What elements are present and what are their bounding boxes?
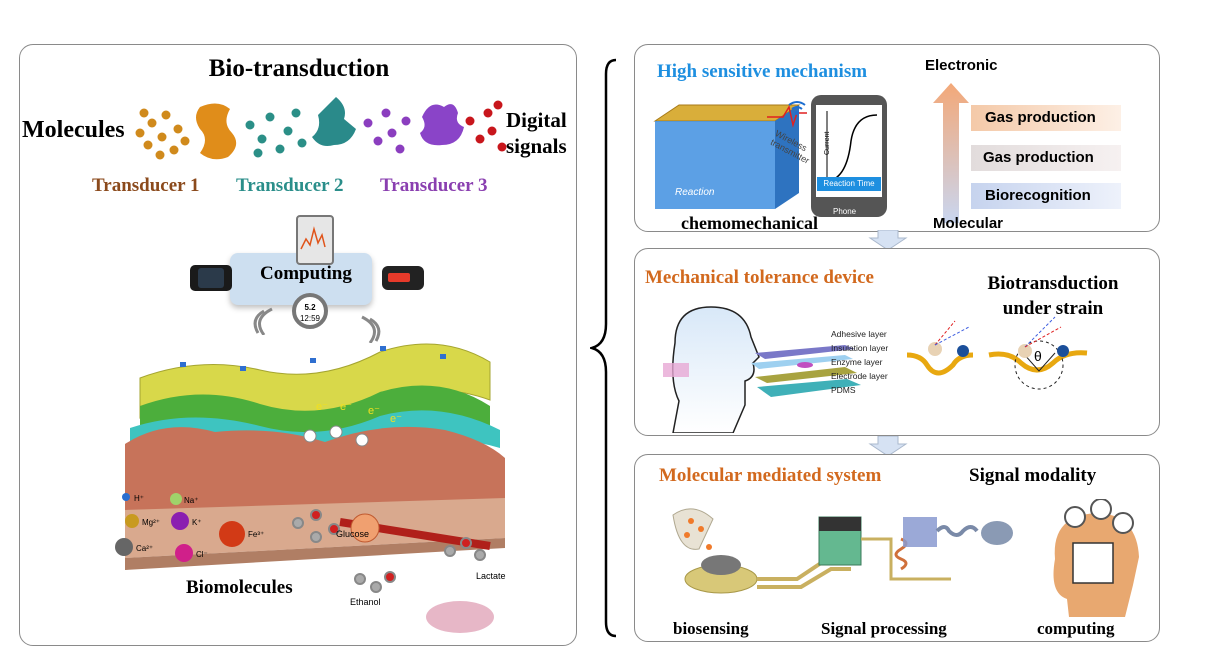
biotransduction-title: Biotransduction under strain: [953, 271, 1153, 321]
transducer-2-label: Transducer 2: [236, 175, 344, 196]
smartwatch-icon: [190, 265, 232, 291]
phone-label: Phone: [833, 207, 857, 216]
strain-diagrams: θ: [906, 316, 1088, 390]
wireless-left-icon: [253, 307, 273, 335]
signal-chain-illustration: [672, 508, 1013, 594]
ion-cl: Cl⁻: [196, 550, 208, 559]
molecules-label: Molecules: [22, 117, 125, 143]
molecule-ethanol: Ethanol: [350, 597, 381, 607]
ion-k: K⁺: [192, 518, 202, 527]
computing-bottom-label: computing: [1037, 619, 1115, 638]
level-gas-production-2: Gas production: [971, 145, 1121, 171]
watch-value-1: 5.2: [304, 303, 316, 312]
molecule-glucose: Glucose: [336, 529, 369, 539]
chemomechanical-label: chemomechanical: [681, 213, 818, 233]
bio-title-line1: Biotransduction: [987, 273, 1119, 294]
level-arrow: [933, 83, 969, 223]
computing-label: Computing: [260, 263, 352, 284]
electronic-label: Electronic: [925, 57, 998, 74]
layer-electrode: Electrode layer: [831, 371, 888, 381]
transducer-1-shape: [196, 103, 237, 160]
skin-sensor-illustration: e⁻ e⁻ e⁻ e⁻: [125, 343, 505, 570]
electron-label-2: e⁻: [340, 401, 352, 413]
fitness-band-icon: [382, 266, 424, 290]
wireless-right-icon: [361, 315, 381, 343]
signal-modality-title: Signal modality: [969, 465, 1097, 486]
ion-ca: Ca²⁺: [136, 544, 153, 553]
transducer-2-shape: [312, 97, 356, 146]
top-right-panel: High sensitive mechanism Reaction Wirele…: [634, 44, 1160, 233]
molecular-label: Molecular: [933, 215, 1004, 232]
tablet-chart: [300, 226, 326, 250]
bottom-right-panel: Molecular mediated system Signal modalit…: [634, 454, 1160, 642]
electron-label-3: e⁻: [368, 405, 380, 417]
ions-graphic: H⁺ Na⁺ Mg²⁺ K⁺ Fe³⁺ Ca²⁺ Cl⁻: [115, 493, 264, 562]
bio-title-line2: under strain: [1002, 298, 1104, 319]
layer-adhesive: Adhesive layer: [831, 329, 887, 339]
flow-arrow-2: [868, 436, 908, 457]
brain-computing-illustration: [1053, 499, 1139, 617]
plot-ylabel: Current: [824, 132, 831, 155]
left-panel: Bio-transduction Molecules Digital signa…: [19, 44, 577, 646]
ion-h: H⁺: [134, 494, 144, 503]
biosensing-label: biosensing: [673, 619, 749, 638]
watch-value-2: 12:59: [299, 314, 321, 323]
molecule-lactate: Lactate: [476, 571, 506, 581]
transducer-3-shape: [420, 104, 464, 146]
layer-labels: Adhesive layer Insulation layer Enzyme l…: [831, 327, 888, 397]
digital-label-line1: Digital: [506, 108, 567, 132]
bio-transduction-title: Bio-transduction: [208, 55, 390, 82]
layer-insulation: Insulation layer: [831, 343, 889, 353]
transduction-chain-graphic: [135, 97, 507, 160]
mechanical-tolerance-title: Mechanical tolerance device: [645, 267, 874, 288]
ion-mg: Mg²⁺: [142, 518, 160, 527]
signal-processing-label: Signal processing: [821, 619, 947, 638]
theta-symbol: θ: [1034, 348, 1042, 364]
ion-fe: Fe³⁺: [248, 530, 264, 539]
high-sensitive-title: High sensitive mechanism: [657, 61, 868, 82]
level-gas-production-1: Gas production: [971, 105, 1121, 131]
transducer-1-label: Transducer 1: [92, 175, 200, 196]
wifi-icon: [788, 101, 806, 115]
small-molecules-graphic: Glucose Ethanol Lactate: [292, 509, 506, 633]
digital-label-line2: signals: [506, 134, 567, 158]
head-device-illustration: [663, 306, 861, 433]
flow-arrow-1: [868, 230, 908, 251]
electron-label-4: e⁻: [390, 413, 402, 425]
digital-signals-label: Digital signals: [506, 107, 567, 159]
round-watch-icon: 5.2 12:59: [292, 293, 328, 329]
layer-pdms: PDMS: [831, 385, 856, 395]
layer-enzyme: Enzyme layer: [831, 357, 883, 367]
reaction-time-bar: Reaction Time: [817, 177, 881, 191]
electron-label-1: e⁻: [316, 401, 328, 413]
middle-right-panel: Mechanical tolerance device Biotransduct…: [634, 248, 1160, 436]
molecular-mediated-title: Molecular mediated system: [659, 465, 882, 486]
tablet-icon: [296, 215, 334, 265]
transducer-3-label: Transducer 3: [380, 175, 488, 196]
ion-na: Na⁺: [184, 496, 198, 505]
biomolecules-label: Biomolecules: [186, 577, 293, 598]
level-biorecognition: Biorecognition: [971, 183, 1121, 209]
reaction-label: Reaction: [675, 187, 715, 198]
chemomechanical-device: Reaction: [653, 104, 807, 209]
grouping-brace: [590, 58, 617, 638]
